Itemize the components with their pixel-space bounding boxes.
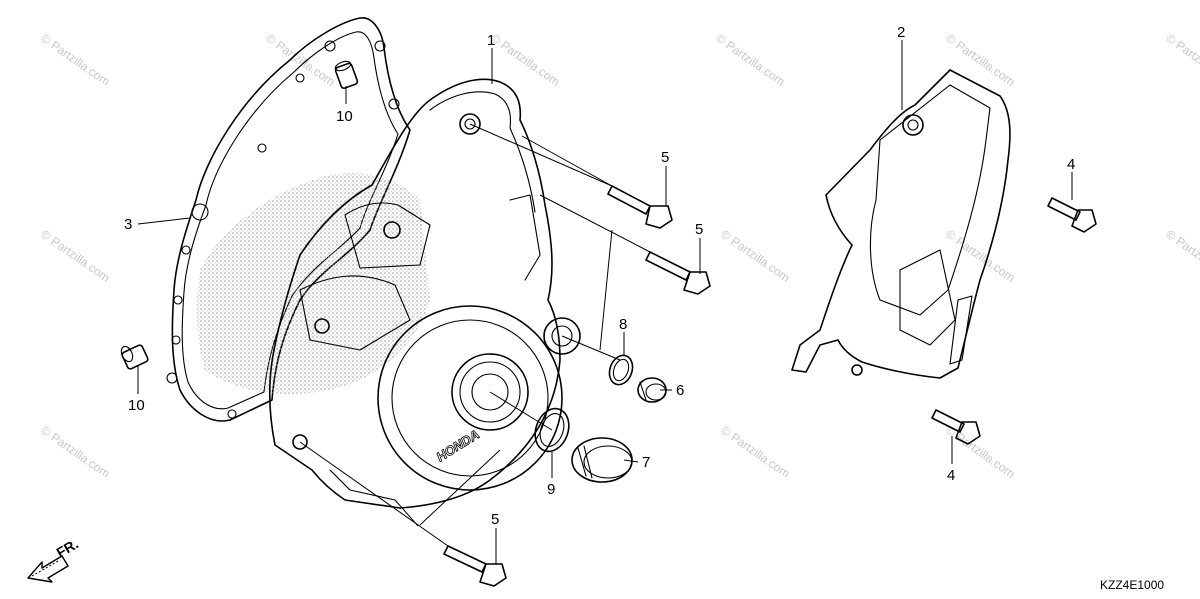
callout-part-5-middle[interactable]: 5	[695, 221, 703, 238]
callout-part-9[interactable]: 9	[547, 481, 555, 498]
diagram-code: KZZ4E1000	[1100, 578, 1164, 592]
part-5-bolt-middle[interactable]	[645, 251, 711, 295]
callout-part-7[interactable]: 7	[642, 454, 650, 471]
callout-part-1[interactable]: 1	[487, 32, 495, 49]
watermark: © Partzilla.com	[38, 31, 112, 89]
brand-mark: HONDA	[434, 427, 482, 465]
part-7-plug-large[interactable]	[571, 437, 633, 483]
front-direction-arrow: FR.	[27, 535, 82, 583]
part-4-bolt-upper[interactable]	[1047, 197, 1097, 233]
watermark: © Partzilla.com	[263, 31, 337, 89]
front-arrow-label: FR.	[54, 535, 82, 560]
watermark: © Partzilla.com	[713, 31, 787, 89]
part-2-sprocket-cover[interactable]	[791, 69, 1011, 379]
watermark: © Partzilla.com	[943, 31, 1017, 89]
callout-part-4-upper[interactable]: 4	[1067, 156, 1075, 173]
part-4-bolt-lower[interactable]	[931, 409, 981, 445]
callout-part-6[interactable]: 6	[676, 382, 684, 399]
part-6-plug-small[interactable]	[637, 377, 667, 403]
callout-part-2[interactable]: 2	[897, 24, 905, 41]
callout-part-10-upper[interactable]: 10	[336, 108, 353, 125]
watermark: © Partzilla.com	[943, 227, 1017, 285]
assembly-lines	[299, 123, 651, 547]
callout-part-10-lower[interactable]: 10	[128, 397, 145, 414]
callout-part-3[interactable]: 3	[124, 216, 132, 233]
watermark: © Partzilla.com	[1163, 31, 1200, 89]
watermark: © Partzilla.com	[38, 423, 112, 481]
part-8-o-ring-small[interactable]	[606, 352, 637, 388]
callout-labels: 1 2 3 4 4 5 5 5 6 7 8 9 10 10	[124, 24, 1075, 528]
watermark: © Partzilla.com	[38, 227, 112, 285]
watermark: © Partzilla.com	[1163, 227, 1200, 285]
watermark: © Partzilla.com	[718, 423, 792, 481]
callout-part-5-lower[interactable]: 5	[491, 511, 499, 528]
watermark: © Partzilla.com	[488, 31, 562, 89]
callout-part-4-lower[interactable]: 4	[947, 467, 955, 484]
part-5-bolt-upper[interactable]	[607, 185, 673, 229]
part-10-dowel-pin-lower[interactable]	[119, 344, 149, 370]
part-10-dowel-pin-upper[interactable]	[334, 60, 359, 90]
callout-leaders	[137, 40, 1073, 564]
callout-part-8[interactable]: 8	[619, 316, 627, 333]
part-5-bolt-lower[interactable]	[443, 545, 507, 587]
watermark: © Partzilla.com	[718, 227, 792, 285]
part-9-o-ring-large[interactable]	[529, 404, 574, 456]
callout-part-5-upper[interactable]: 5	[661, 149, 669, 166]
